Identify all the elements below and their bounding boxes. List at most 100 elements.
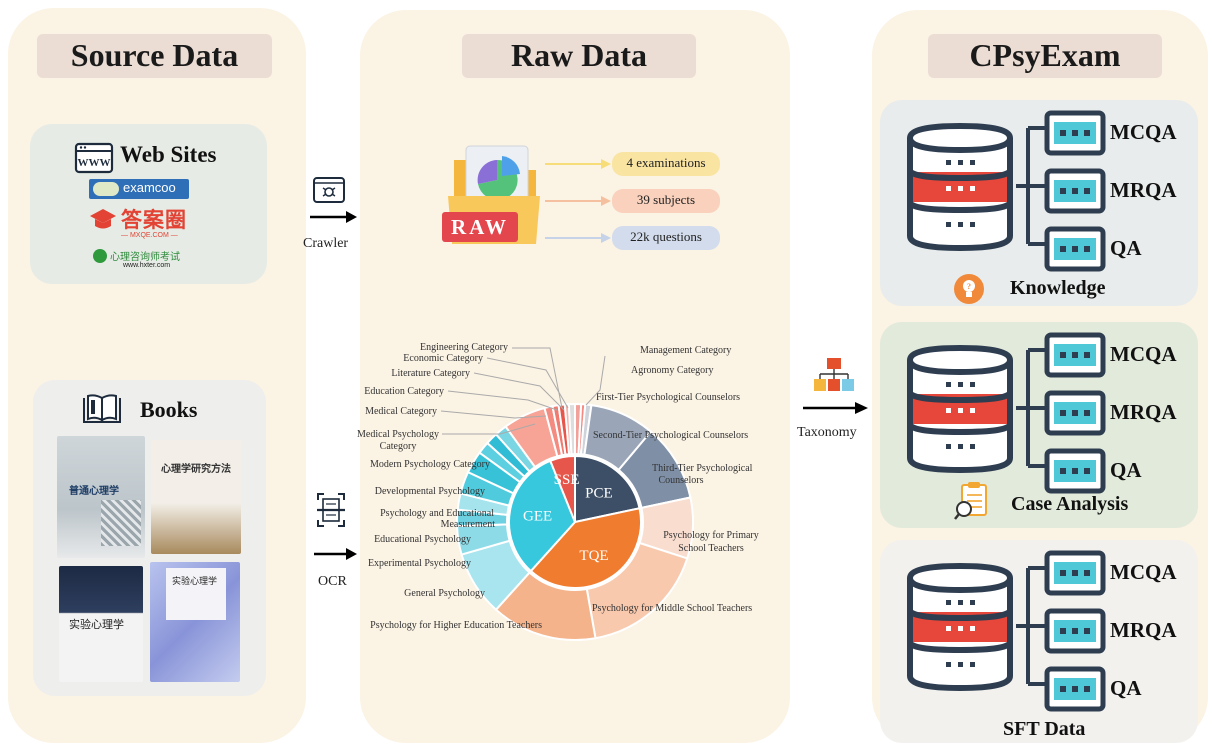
crawler-arrow (310, 211, 357, 223)
data-type-label-qa: QA (1110, 458, 1142, 482)
www-browser-icon: WWW (74, 142, 114, 174)
sunburst-outer-label: Management Category (640, 345, 731, 356)
tree-connector (1016, 566, 1046, 686)
hxter-url-text: www.hxter.com (123, 262, 171, 269)
sunburst-outer-label: Measurement (441, 519, 496, 530)
sunburst-leader-line (447, 390, 558, 411)
sunburst-inner-tqe (529, 507, 642, 589)
source-data-title: Source Data (37, 34, 272, 78)
stat-questions: 22k questions (612, 226, 720, 250)
section-caption: SFT Data (1003, 718, 1086, 740)
sunburst-inner-label: TQE (579, 548, 608, 564)
ocr-scan-icon (317, 493, 345, 527)
server-box-icon (1044, 390, 1106, 436)
sunburst-outer-label: General Psychology (404, 588, 485, 599)
book-title: 普通心理学 (69, 486, 119, 497)
books-card: Books 普通心理学 心理学研究方法 实验心理学 实验心理学 (33, 380, 266, 696)
sunburst-outer-label: Counselors (659, 475, 704, 486)
sunburst-outer-label: Third-Tier Psychological (652, 463, 753, 474)
raw-icon-text: RAW (451, 215, 509, 239)
book-title: 实验心理学 (172, 577, 218, 587)
ocr-arrow (314, 548, 357, 560)
book-title-box (166, 568, 226, 620)
svg-text:WWW: WWW (78, 157, 111, 169)
server-box-icon (1044, 550, 1106, 596)
sunburst-outer-label: Psychology for Middle School Teachers (592, 603, 752, 614)
raw-file-icon: RAW (442, 145, 540, 244)
sunburst-leader-line (512, 347, 563, 409)
sunburst-outer-label: Psychology for Primary (663, 530, 759, 541)
sunburst-outer-label: Educational Psychology (374, 534, 471, 545)
sunburst-leader-line (585, 355, 606, 406)
section-caption: Knowledge (1010, 277, 1106, 299)
books-heading: Books (140, 397, 198, 422)
sunburst-outer-label: Category (380, 441, 417, 452)
data-type-label-mrqa: MRQA (1110, 618, 1177, 642)
crawler-label: Crawler (303, 236, 349, 251)
sunburst-inner-label: PCE (585, 485, 613, 501)
sunburst-outer-label: Economic Category (403, 353, 483, 364)
data-type-label-mcqa: MCQA (1110, 560, 1177, 584)
tree-connector (1016, 348, 1046, 468)
stat-arrows (545, 159, 611, 243)
examcoo-badge-icon (93, 182, 119, 196)
server-box-icon (1044, 666, 1106, 712)
section-caption: Case Analysis (1011, 493, 1129, 515)
sunburst-outer-segment (567, 402, 576, 456)
clipboard-search-icon (954, 482, 987, 520)
sunburst-outer-label: School Teachers (678, 543, 744, 554)
sunburst-inner-sse (548, 454, 576, 523)
taxonomy-icon (814, 358, 854, 391)
open-book-icon (83, 394, 121, 423)
sunburst-outer-label: Agronomy Category (631, 365, 714, 376)
server-box-icon (1044, 448, 1106, 494)
svg-text:?: ? (967, 282, 971, 291)
book-title: 实验心理学 (69, 618, 124, 631)
sunburst-leader-line (440, 410, 547, 419)
sunburst-leader-line (486, 357, 569, 409)
sunburst-outer-label: Medical Category (365, 406, 437, 417)
home-icon (93, 249, 107, 263)
sunburst-outer-label: First-Tier Psychological Counselors (596, 392, 740, 403)
server-box-icon (1044, 226, 1106, 272)
examcoo-logo-text: examcoo (123, 180, 176, 195)
sunburst-inner-pce (574, 454, 641, 524)
book-cover-general-psychology: 普通心理学 (57, 436, 145, 558)
server-box-icon (1044, 332, 1106, 378)
sunburst-outer-label: Medical Psychology (357, 429, 439, 440)
data-type-label-mrqa: MRQA (1110, 178, 1177, 202)
sunburst-leader-line (473, 372, 565, 411)
taxonomy-label: Taxonomy (797, 425, 857, 440)
mxqe-url-text: — MXQE.COM — (121, 232, 178, 239)
sunburst-outer-label: Second-Tier Psychological Counselors (593, 430, 748, 441)
sunburst-outer-label: Psychology and Educational (380, 508, 494, 519)
hxter-logo-text: 心理咨询师考试 (110, 252, 180, 263)
sunburst-outer-label: Literature Category (391, 368, 470, 379)
sunburst-leader-line (442, 423, 536, 435)
sunburst-outer-label: Experimental Psychology (368, 558, 471, 569)
database-icon (907, 562, 1013, 692)
stat-examinations: 4 examinations (612, 152, 720, 176)
web-sites-card: WWW Web Sites examcoo 答案圈 — MXQE.COM — 心… (30, 124, 267, 284)
database-icon (907, 122, 1013, 252)
book-title: 心理学研究方法 (161, 464, 231, 475)
book-cover-research-methods: 心理学研究方法 (151, 440, 241, 554)
data-type-label-mrqa: MRQA (1110, 400, 1177, 424)
data-type-label-mcqa: MCQA (1110, 120, 1177, 144)
server-box-icon (1044, 608, 1106, 654)
data-type-label-qa: QA (1110, 236, 1142, 260)
server-box-icon (1044, 110, 1106, 156)
sunburst-outer-label: Engineering Category (420, 342, 508, 353)
raw-data-title: Raw Data (462, 34, 696, 78)
data-type-label-mcqa: MCQA (1110, 342, 1177, 366)
sunburst-inner-label: SSE (554, 472, 580, 488)
taxonomy-arrow (803, 402, 868, 414)
server-box-icon (1044, 168, 1106, 214)
examcoo-logo: examcoo (89, 179, 189, 199)
ocr-label: OCR (318, 574, 347, 589)
stat-subjects: 39 subjects (612, 189, 720, 213)
mxqe-logo-text: 答案圈 (121, 208, 187, 232)
sunburst-outer-label: Developmental Psychology (375, 486, 485, 497)
sunburst-outer-label: Psychology for Higher Education Teachers (370, 620, 542, 631)
